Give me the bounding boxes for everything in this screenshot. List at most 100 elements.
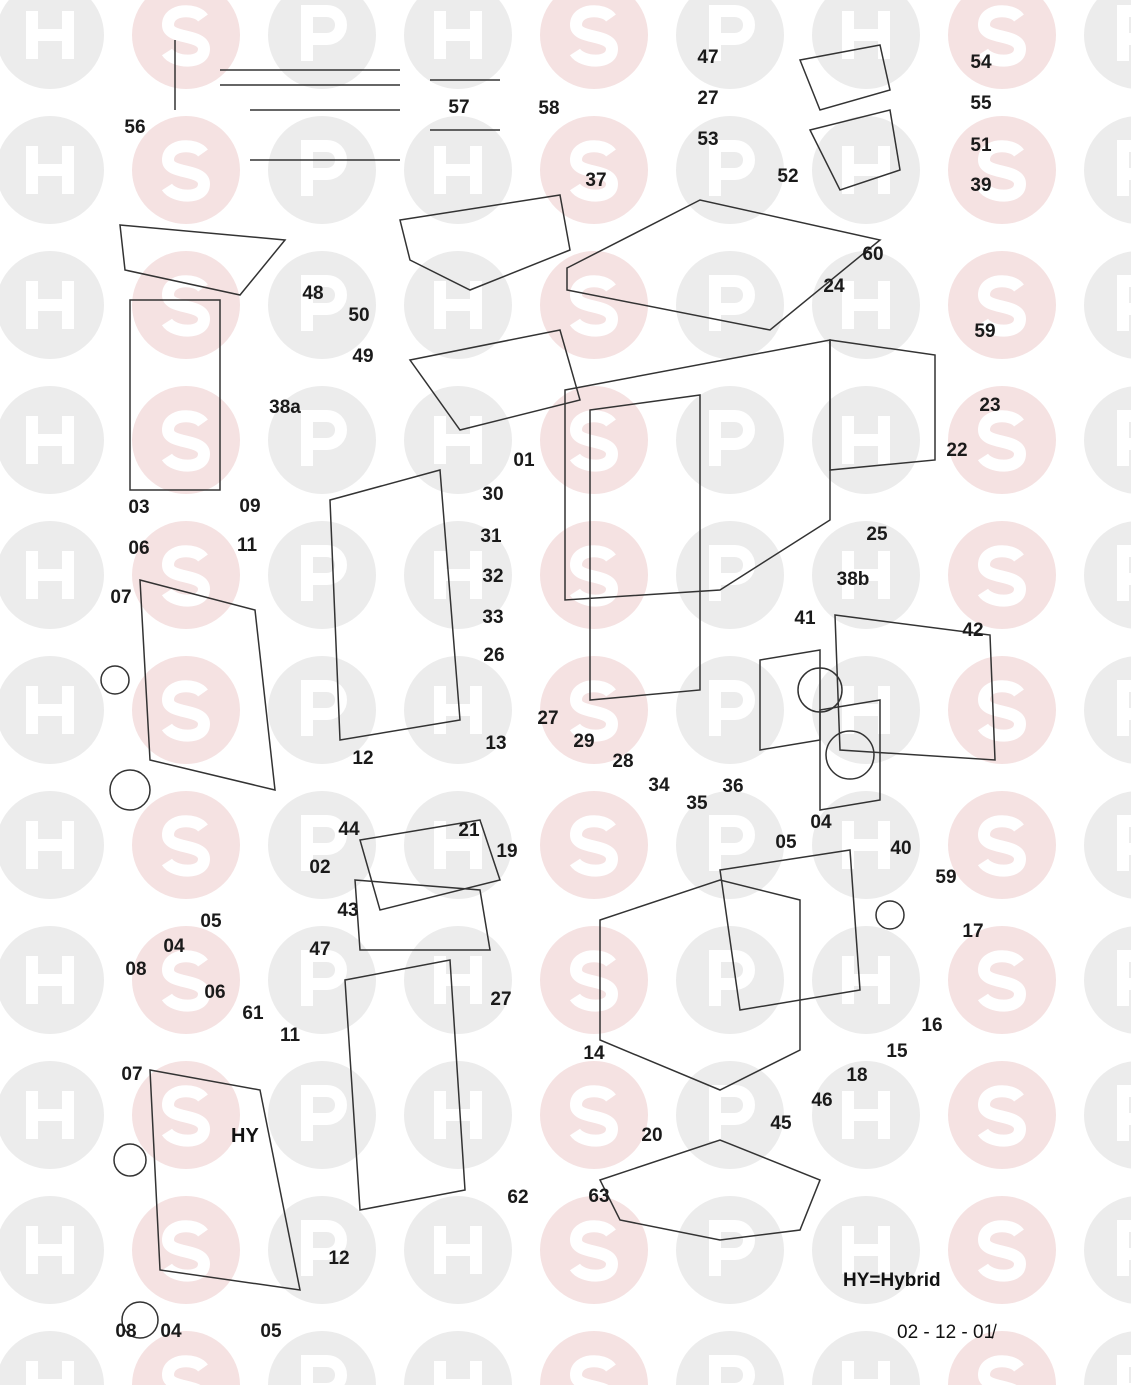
part-label-19: 19 [496, 841, 518, 862]
watermark-h [0, 386, 104, 494]
part-label-04: 04 [163, 936, 185, 957]
part-label-26: 26 [483, 645, 505, 666]
part-label-56: 56 [124, 117, 146, 138]
watermark-p [676, 521, 784, 629]
part-label-40: 40 [890, 838, 912, 859]
watermark-p [268, 0, 376, 89]
hybrid-front-panel [149, 1069, 301, 1291]
part-label-37: 37 [585, 170, 607, 191]
part-label-33: 33 [482, 607, 504, 628]
watermark-s [132, 116, 240, 224]
watermark-s [948, 251, 1056, 359]
pcb-48 [119, 224, 287, 296]
part-label-24: 24 [823, 276, 845, 297]
part-label-54: 54 [970, 52, 992, 73]
part-label-47: 47 [309, 939, 331, 960]
watermark-h [812, 251, 920, 359]
top-cover-plate [566, 199, 882, 331]
gauge-bracket [834, 614, 996, 761]
part-label-05: 05 [200, 911, 222, 932]
panel-marking: HY [231, 1125, 259, 1147]
watermark-h [0, 116, 104, 224]
part-label-49: 49 [352, 346, 374, 367]
round-component [100, 665, 130, 695]
watermark-p [268, 1061, 376, 1169]
gauge-1 [759, 649, 821, 751]
watermark-h [812, 116, 920, 224]
part-label-18: 18 [846, 1065, 868, 1086]
part-label-52: 52 [777, 166, 799, 187]
part-label-61: 61 [242, 1003, 264, 1024]
round-component [113, 1143, 147, 1177]
watermark-h [0, 1331, 104, 1385]
watermark-s [948, 0, 1056, 89]
pcb-49 [408, 329, 581, 431]
hybrid-control-board [344, 959, 466, 1211]
watermark-h [812, 386, 920, 494]
part-label-02: 02 [309, 857, 331, 878]
watermark-p [268, 791, 376, 899]
part-label-30: 30 [482, 484, 504, 505]
watermark-h [0, 1196, 104, 1304]
gauge-2 [819, 699, 881, 811]
part-label-55: 55 [970, 93, 992, 114]
watermark-s [132, 791, 240, 899]
watermark-p [676, 656, 784, 764]
watermark-h [0, 251, 104, 359]
part-label-60: 60 [862, 244, 884, 265]
part-label-07: 07 [110, 587, 132, 608]
watermark-p [268, 386, 376, 494]
part-label-59: 59 [935, 867, 957, 888]
part-label-11: 11 [236, 535, 258, 556]
part-label-03: 03 [128, 497, 150, 518]
part-label-04: 04 [810, 812, 832, 833]
front-frame [589, 394, 701, 701]
round-component [121, 1301, 159, 1339]
part-label-50: 50 [348, 305, 370, 326]
part-label-38a: 38a [269, 397, 301, 418]
part-label-08: 08 [125, 959, 147, 980]
watermark-h [812, 926, 920, 1034]
round-component [797, 667, 843, 713]
watermark-p [676, 1331, 784, 1385]
watermark-p [268, 656, 376, 764]
round-component [109, 769, 151, 811]
watermark-s [132, 656, 240, 764]
part-label-35: 35 [686, 793, 708, 814]
watermark-h [812, 1331, 920, 1385]
watermark-h [404, 656, 512, 764]
main-casing [564, 339, 831, 601]
watermark-h [812, 1196, 920, 1304]
part-label-01: 01 [513, 450, 535, 471]
watermark-h [404, 1331, 512, 1385]
part-label-42: 42 [962, 620, 984, 641]
watermark-h [0, 1061, 104, 1169]
watermark-p [1084, 116, 1131, 224]
part-label-47: 47 [697, 47, 719, 68]
part-label-17: 17 [962, 921, 984, 942]
part-label-27: 27 [697, 88, 719, 109]
part-label-13: 13 [485, 733, 507, 754]
part-label-29: 29 [573, 731, 595, 752]
part-label-41: 41 [794, 608, 816, 629]
watermark-s [948, 791, 1056, 899]
part-label-14: 14 [583, 1043, 605, 1064]
part-label-05: 05 [260, 1321, 282, 1342]
bracket-44 [359, 819, 501, 911]
watermark-p [268, 116, 376, 224]
watermark-s [948, 1196, 1056, 1304]
part-label-57: 57 [448, 97, 470, 118]
round-component [825, 730, 875, 780]
watermark-s [540, 1331, 648, 1385]
watermark-p [676, 791, 784, 899]
watermark-h [404, 251, 512, 359]
part-label-09: 09 [239, 496, 261, 517]
watermark-h [404, 1061, 512, 1169]
part-label-48: 48 [302, 283, 324, 304]
part-label-28: 28 [612, 751, 634, 772]
watermark-p [1084, 0, 1131, 89]
watermark-s [132, 386, 240, 494]
watermark-s [540, 791, 648, 899]
